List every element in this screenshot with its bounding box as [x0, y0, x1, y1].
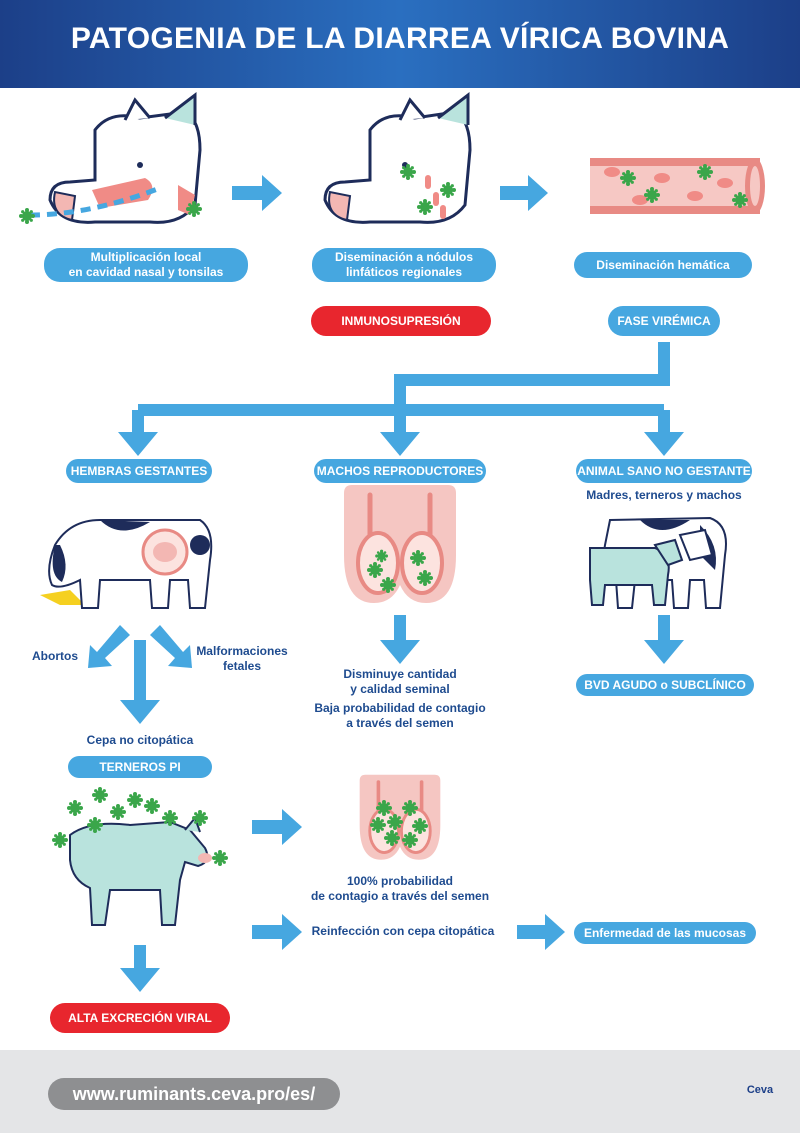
semen-contagion-low-label: Baja probabilidad de contagio a través d…	[314, 701, 486, 730]
semen-contagion-high-label: 100% probabilidad de contagio a través d…	[310, 874, 490, 903]
high-viral-excretion-badge: ALTA EXCRECIÓN VIRAL	[50, 1003, 230, 1033]
cow-head-illustration-2	[323, 91, 472, 224]
step-local-multiplication: Multiplicación local en cavidad nasal y …	[44, 248, 248, 282]
testis-illustration-1	[344, 485, 456, 603]
branch-arrowheads	[118, 432, 684, 456]
step-lymph-dissemination: Diseminación a nódulos linfáticos region…	[312, 248, 496, 282]
step-hematic-dissemination: Diseminación hemática	[574, 252, 752, 278]
blood-vessel-illustration	[590, 158, 765, 214]
immunosuppression-badge: INMUNOSUPRESIÓN	[311, 306, 491, 336]
malformations-label: Malformaciones fetales	[196, 644, 288, 673]
down-arrows	[380, 615, 684, 664]
branch-pregnant-females: HEMBRAS GESTANTES	[66, 459, 212, 483]
cow-head-illustration-1	[19, 91, 202, 224]
viremic-phase-badge: FASE VIRÉMICA	[608, 306, 720, 336]
cow-and-calf-illustration	[589, 516, 727, 609]
website-link[interactable]: www.ruminants.ceva.pro/es/	[48, 1078, 340, 1110]
top-arrows	[232, 175, 548, 211]
non-cytopathic-strain-label: Cepa no citopática	[86, 733, 194, 747]
mucosal-disease-badge: Enfermedad de las mucosas	[574, 922, 756, 944]
abortions-label: Abortos	[32, 649, 78, 663]
pi-calf-illustration	[52, 787, 228, 926]
healthy-subtitle: Madres, terneros y machos	[586, 488, 742, 502]
reinfection-label: Reinfección con cepa citopática	[311, 924, 495, 938]
page-title: PATOGENIA DE LA DIARREA VÍRICA BOVINA	[70, 22, 730, 55]
ceva-logo-text: Ceva	[746, 1084, 774, 1096]
connector-lines	[132, 342, 670, 440]
bottom-arrows	[120, 809, 565, 992]
pi-calves-badge: TERNEROS PI	[68, 756, 212, 778]
female-arrows	[88, 625, 192, 724]
branch-breeding-males: MACHOS REPRODUCTORES	[314, 459, 486, 483]
seminal-effect-label: Disminuye cantidad y calidad seminal	[343, 667, 457, 696]
pregnant-cow-illustration	[40, 519, 213, 609]
branch-healthy-animal: ANIMAL SANO NO GESTANTE	[576, 459, 752, 483]
testis-illustration-2	[357, 772, 443, 862]
header-banner	[0, 0, 800, 88]
acute-bvd-badge: BVD AGUDO o SUBCLÍNICO	[576, 674, 754, 696]
